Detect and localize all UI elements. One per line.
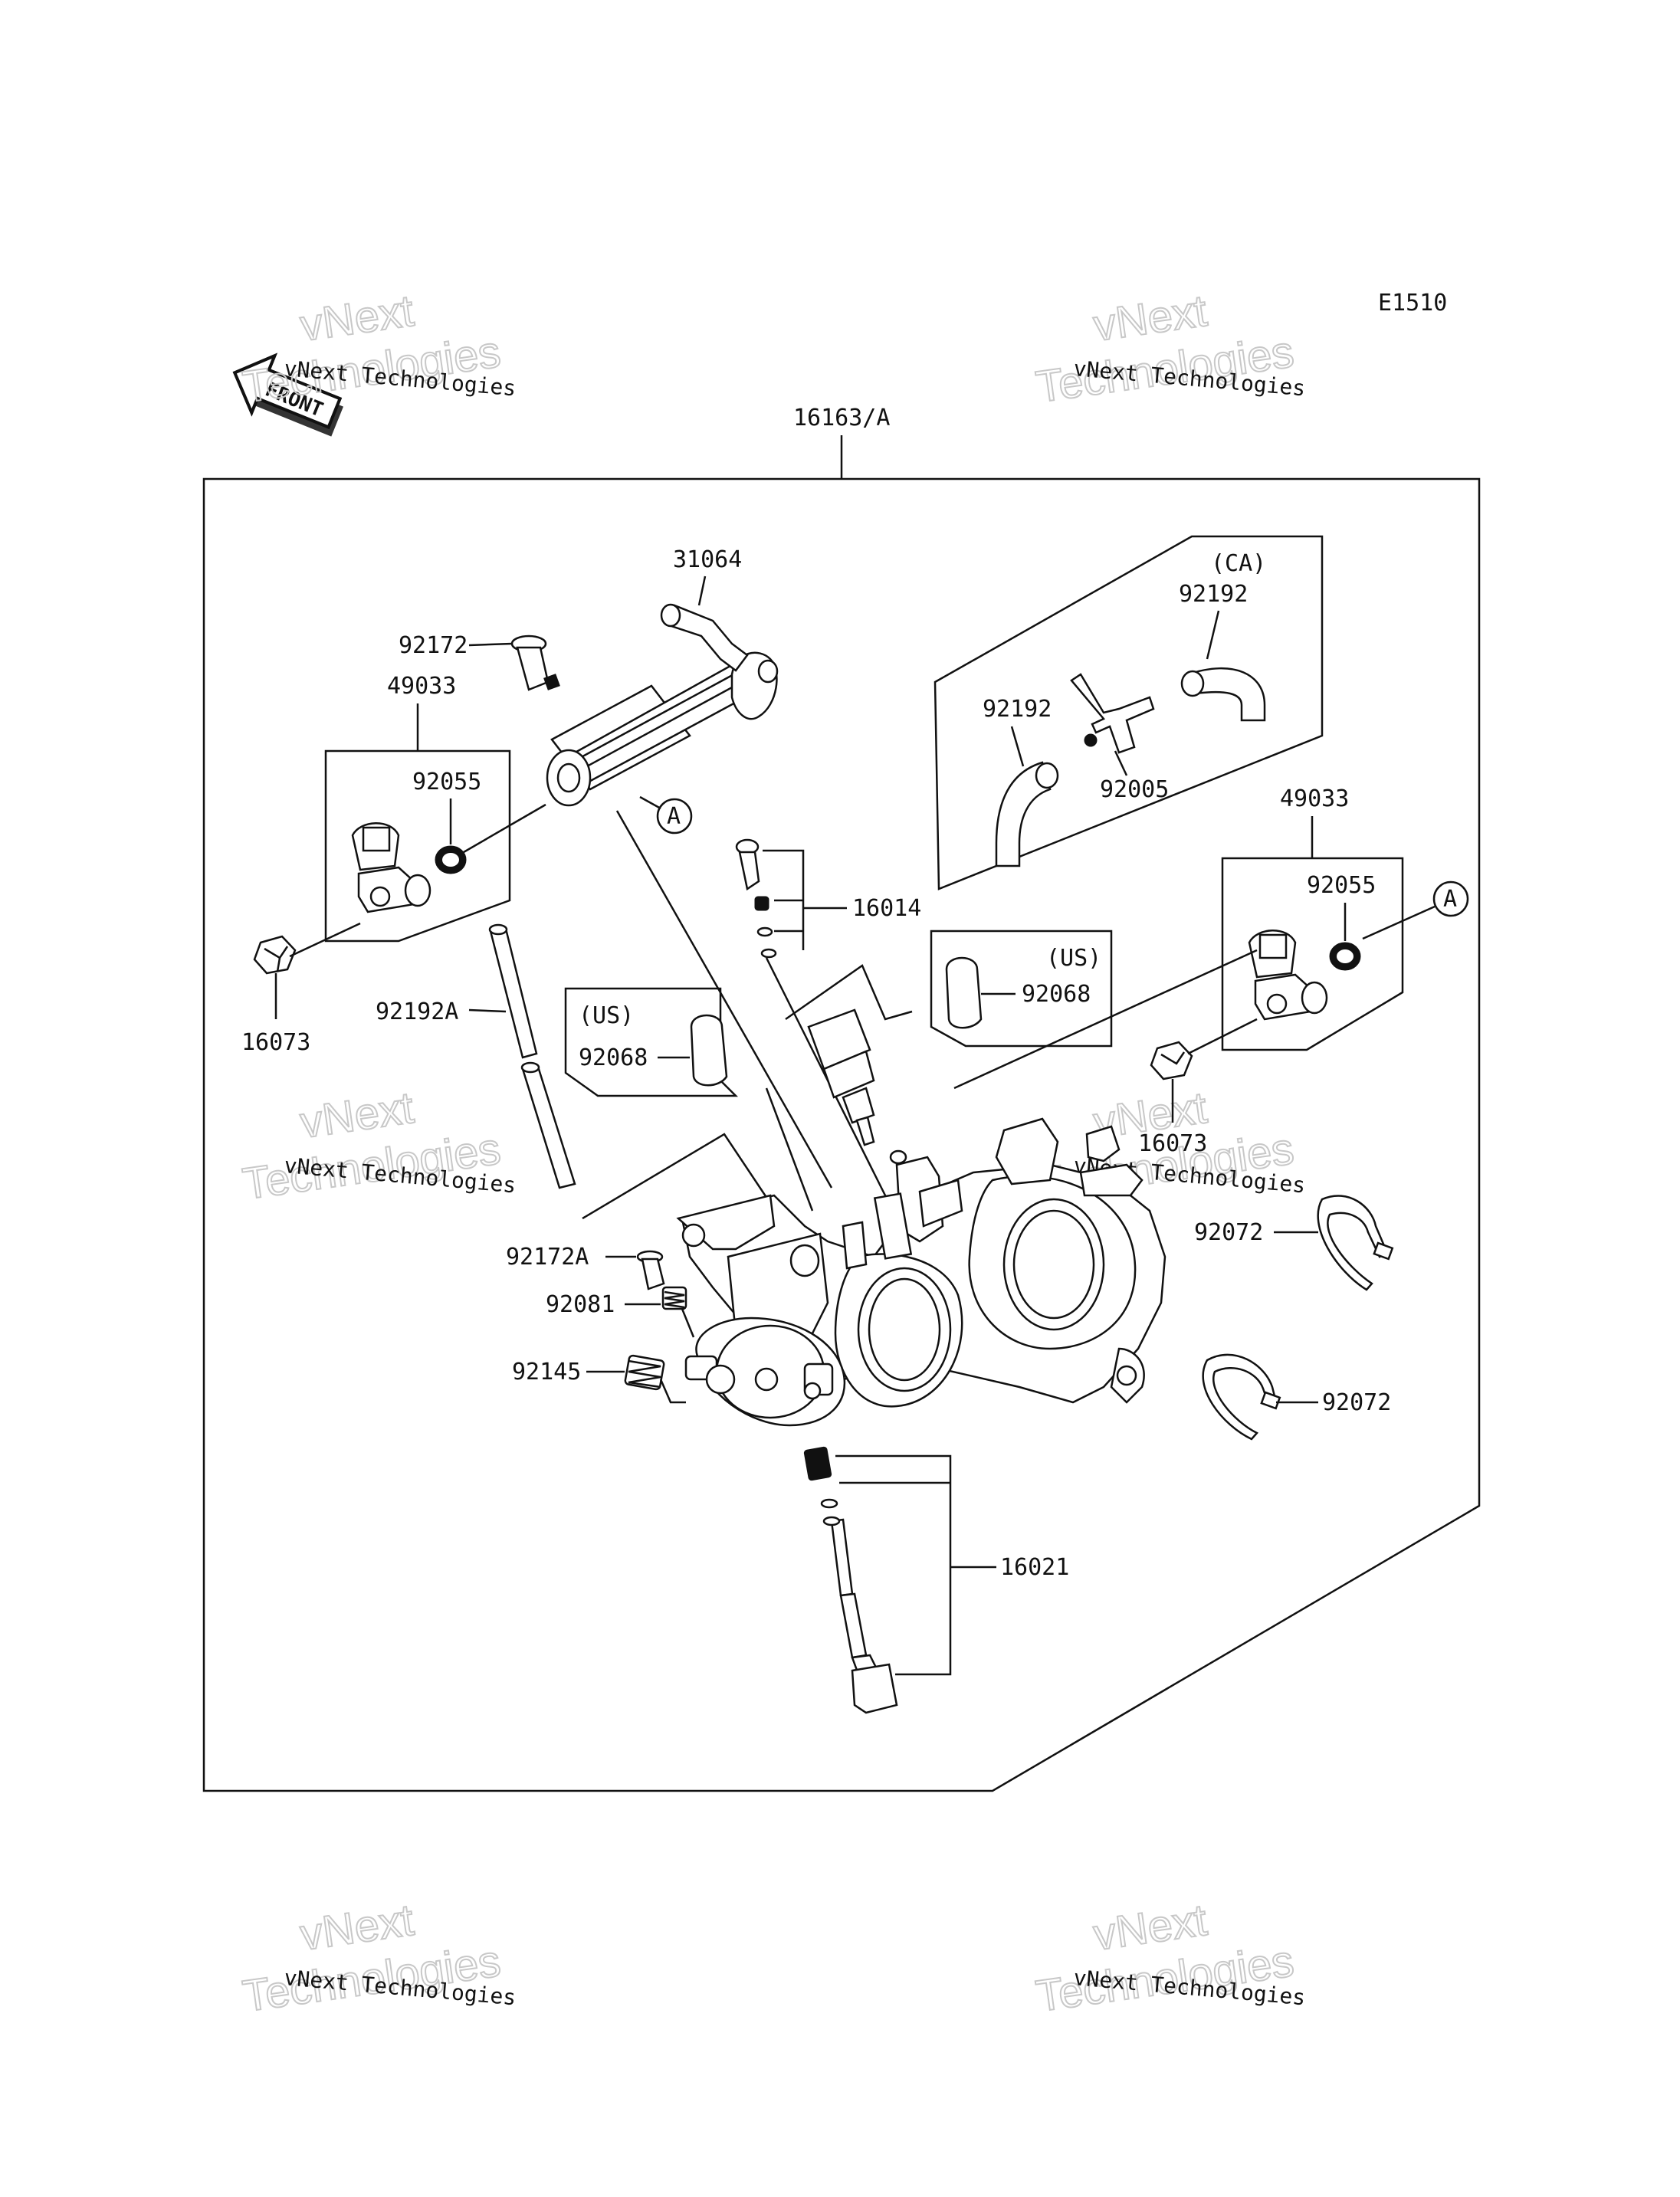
diagram-code: E1510 (1378, 290, 1447, 316)
injector-left (351, 822, 431, 913)
ca-box (934, 535, 1324, 890)
ref-marker-a: A (1432, 880, 1469, 917)
svg-text:A: A (667, 803, 681, 830)
label-spring-1: 92081 (546, 1291, 615, 1318)
hose-long (488, 923, 576, 1189)
us-left-box (564, 987, 739, 1097)
throttle-body (681, 1117, 1166, 1408)
injector-left-box (324, 749, 511, 943)
front-arrow-icon: FRONT (232, 353, 343, 437)
label-cap-us-right: 92068 (1022, 981, 1091, 1008)
label-injector-left: 49033 (387, 673, 456, 700)
label-region-us-left: (US) (579, 1002, 634, 1029)
watermark: vNext Technologies vNext Technologies (239, 1894, 517, 2022)
us-right-box (930, 930, 1113, 1048)
ref-marker-a: A (656, 798, 693, 835)
label-clamp-1: 92072 (1194, 1219, 1263, 1246)
cap-us-left (690, 1014, 728, 1087)
grommet-right (1150, 1041, 1193, 1080)
ca-hose-group (995, 667, 1266, 867)
label-screw-top: 92172 (399, 632, 468, 659)
cap-us-right (945, 956, 983, 1029)
label-clamp-2: 92072 (1322, 1389, 1391, 1416)
label-screw-small: 92172A (506, 1244, 589, 1271)
spring-1 (661, 1286, 687, 1310)
watermark: vNext Technologies vNext Technologies (1032, 1894, 1307, 2022)
label-region-ca: (CA) (1211, 550, 1266, 577)
label-fuel-pipe: 31064 (673, 546, 742, 573)
screw-top (510, 635, 560, 691)
injector-right-box (1221, 857, 1404, 1051)
sensor-kit (803, 1446, 898, 1714)
fuel-pipe (546, 603, 779, 807)
grommet-left (253, 935, 297, 975)
label-grommet-right: 16073 (1138, 1130, 1207, 1157)
valve-kit (735, 838, 777, 959)
label-grommet-left: 16073 (241, 1029, 310, 1056)
label-cap-us-left: 92068 (579, 1044, 648, 1071)
label-hose-ca-2: 92192 (983, 696, 1052, 723)
spring-2 (624, 1354, 665, 1391)
watermark: vNext Technologies vNext Technologies (1032, 285, 1307, 413)
label-o-ring-right: 92055 (1307, 872, 1376, 899)
label-hose-long: 92192A (376, 998, 458, 1025)
label-hose-ca: 92192 (1179, 581, 1248, 608)
clamp-2 (1202, 1353, 1281, 1441)
label-fitting-ca: 92005 (1100, 776, 1169, 803)
throttle-linkage (676, 1194, 846, 1427)
screw-small (636, 1250, 665, 1290)
label-sensor-kit: 16021 (1000, 1554, 1069, 1581)
label-valve-kit: 16014 (852, 895, 921, 922)
assembly-frame (202, 435, 1481, 1792)
label-region-us-right: (US) (1046, 945, 1101, 972)
label-assembly: 16163/A (793, 405, 890, 431)
label-spring-2: 92145 (512, 1359, 581, 1385)
label-o-ring-left: 92055 (412, 769, 481, 795)
svg-text:A: A (1443, 886, 1457, 913)
connector (807, 1008, 907, 1165)
watermark: vNext Technologies vNext Technologies (239, 1082, 517, 1210)
clamp-1 (1317, 1195, 1394, 1291)
injector-right (1248, 930, 1328, 1021)
label-injector-right: 49033 (1280, 785, 1349, 812)
watermark: vNext Technologies vNext Technologies (239, 285, 517, 413)
